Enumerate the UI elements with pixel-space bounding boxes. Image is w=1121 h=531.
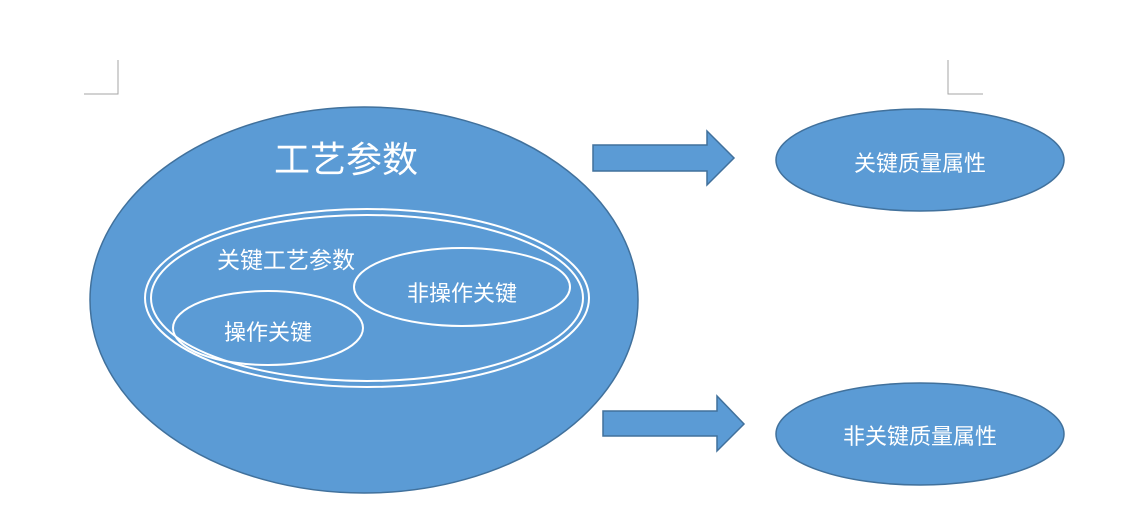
process-parameters-label: 工艺参数 — [274, 140, 418, 181]
process-parameters-ellipse — [89, 106, 639, 494]
key-process-parameters-label: 关键工艺参数 — [217, 248, 355, 274]
key-process-parameters-inner-ring — [150, 214, 584, 382]
non-operational-key-ellipse — [353, 247, 571, 327]
non-key-quality-attributes-label: 非关键质量属性 — [843, 425, 997, 450]
left-corner-mark — [84, 60, 119, 95]
key-quality-attributes-label: 关键质量属性 — [854, 152, 986, 177]
right-corner-mark — [947, 60, 983, 95]
non-key-quality-attributes-ellipse — [775, 382, 1065, 486]
non-operational-key-label: 非操作关键 — [407, 282, 517, 307]
operational-key-label: 操作关键 — [224, 321, 312, 346]
key-process-parameters-outer-ring — [144, 208, 590, 388]
operational-key-ellipse — [172, 290, 364, 366]
page-corner-marks — [84, 60, 983, 95]
key-quality-attributes-ellipse — [775, 108, 1065, 212]
arrow-to-key-quality — [592, 129, 736, 187]
arrow-to-non-key-quality — [602, 394, 746, 453]
